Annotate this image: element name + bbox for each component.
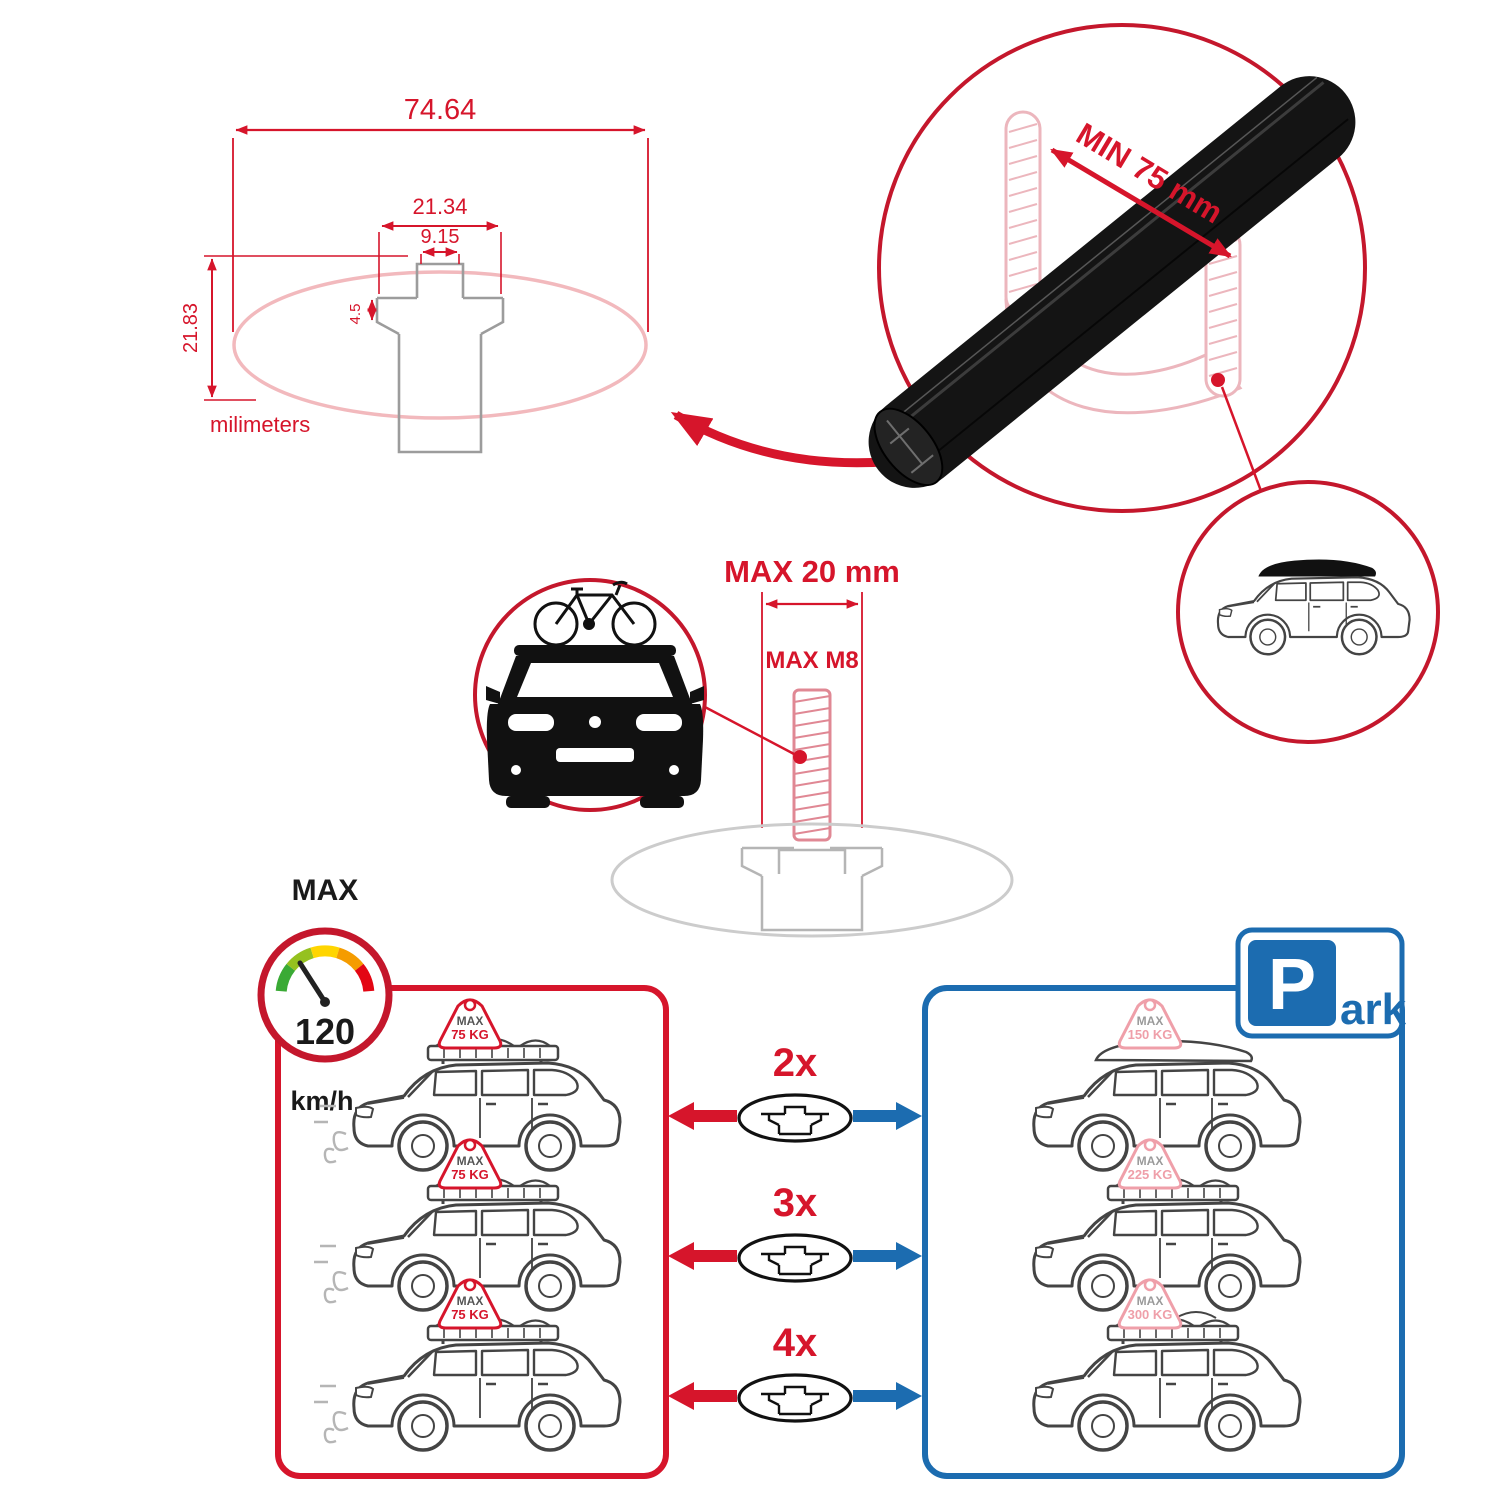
gauge-arc [275,945,375,992]
dim-lip-height: 4.5 [347,299,377,325]
crossbar-3d [868,76,1356,488]
load-tag-driving-2: MAX 75 KG [437,1138,503,1190]
tag-max-label: MAX [1137,1014,1164,1028]
car-front-icon [486,645,704,808]
park-sign: P ark [1235,927,1407,1039]
roofbox-car-circle [1176,480,1440,744]
tag-max-label: MAX [457,1154,484,1168]
bar-outline-ellipse [232,270,648,420]
min-span-arrow [1050,147,1232,259]
suv-parked-1: MAX 150 KG [1032,998,1302,1172]
gauge-unit: km/h [290,1086,353,1116]
load-tag-driving-3: MAX 75 KG [437,1278,503,1330]
motion-lines [314,1104,349,1164]
bolt-screw [792,688,832,842]
gauge-needle [297,960,328,1005]
callout-line-bolt [702,704,795,756]
suv-parked-2: MAX 225 KG [1032,1138,1302,1312]
gauge-value: 120 [295,1011,355,1052]
tag-max-label: MAX [457,1294,484,1308]
tag-load-value: 300 KG [1128,1307,1173,1322]
park-sign-ark: ark [1340,985,1407,1034]
arrow-right-blue-2 [853,1242,922,1270]
multiplier-label-2: 3x [773,1181,818,1225]
dim-bar-height-label: 21.83 [180,303,202,353]
max-width-label: MAX 20 mm [724,554,900,589]
dim-total-width: 74.64 [232,94,649,332]
dim-lip-height-label: 4.5 [347,304,364,325]
crossbar-count-icon-2 [737,1233,853,1283]
tag-max-label: MAX [1137,1294,1164,1308]
callout-dot-bolt [793,750,807,764]
dim-bar-height: 21.83 [180,255,408,401]
load-tag-parked-1: MAX 150 KG [1117,998,1183,1050]
callout-line-bar [1220,386,1263,492]
bolt-diagram: MAX 20 mm MAX M8 [473,554,1014,938]
tag-load-value: 75 KG [451,1027,489,1042]
t-bolt-profile [740,846,884,932]
bike-icon [533,580,657,647]
speed-gauge: MAX 120 km/h [257,874,393,1116]
load-tag-parked-3: MAX 300 KG [1117,1278,1183,1330]
units-label: milimeters [210,412,310,437]
suv-parked-3: MAX 300 KG [1032,1278,1302,1452]
tag-load-value: 75 KG [451,1167,489,1182]
crossbar-count-icon-1 [737,1093,853,1143]
callout-dot-bar [1211,373,1225,387]
tag-load-value: 75 KG [451,1307,489,1322]
car-bike-circle [473,578,707,812]
tag-load-value: 150 KG [1128,1027,1173,1042]
tag-max-label: MAX [1137,1154,1164,1168]
dim-slot-outer: 21.34 [378,194,502,294]
tag-max-label: MAX [457,1014,484,1028]
dimension-diagram: 74.64 21.34 9.15 4.5 21.83 milim [180,94,649,454]
suv-driving-2: MAX 75 KG [314,1138,622,1312]
dim-slot-inner-label: 9.15 [421,226,460,248]
suv-driving-1: MAX 75 KG [314,998,622,1172]
arrow-right-blue-1 [853,1102,922,1130]
max-thread-label: MAX M8 [765,647,858,674]
crossbar-render: MIN 75 mm [868,23,1440,744]
motion-lines [314,1384,349,1444]
multiplier-label-1: 2x [773,1041,818,1085]
roof-box [1258,559,1376,577]
arrow-left-red-3 [668,1382,737,1410]
arrow-left-red-2 [668,1242,737,1270]
dim-slot-inner: 9.15 [420,226,460,264]
gauge-max-label: MAX [292,874,359,907]
park-sign-p: P [1268,945,1316,1025]
multiplier-label-3: 4x [773,1321,818,1365]
roofbox-car [1216,559,1411,656]
tag-load-value: 225 KG [1128,1167,1173,1182]
crossbar-count-icon-3 [737,1373,853,1423]
arrow-right-blue-3 [853,1382,922,1410]
dim-total-width-label: 74.64 [404,94,477,126]
motion-lines [314,1244,349,1304]
slot-ellipse [610,822,1014,938]
suv-driving-3: MAX 75 KG [314,1278,622,1452]
dim-slot-outer-label: 21.34 [412,194,467,219]
load-tag-parked-2: MAX 225 KG [1117,1138,1183,1190]
load-tag-driving-1: MAX 75 KG [437,998,503,1050]
crossbar-profile [375,262,505,454]
arrow-left-red-1 [668,1102,737,1130]
